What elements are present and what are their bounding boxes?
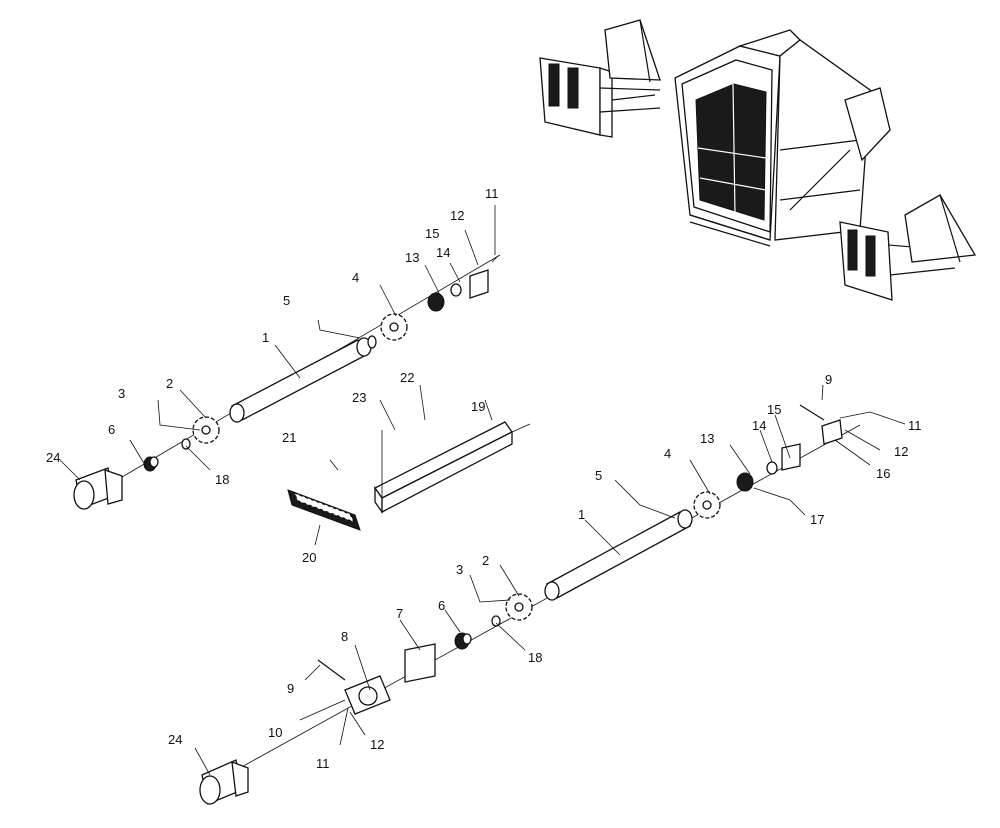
- label-11-upper: 11: [485, 186, 499, 201]
- label-10: 10: [268, 725, 282, 740]
- label-9-right: 9: [825, 372, 832, 387]
- label-4-upper: 4: [352, 270, 359, 285]
- label-3-lower: 3: [456, 562, 463, 577]
- flange-15-upper: [469, 269, 489, 299]
- label-12-upper: 12: [450, 208, 464, 223]
- chain-guide-assembly: [287, 421, 531, 531]
- flange-16: [821, 419, 843, 445]
- label-12-right: 12: [894, 444, 908, 459]
- bushing-6-lower: [454, 632, 472, 650]
- label-6-lower: 6: [438, 598, 445, 613]
- label-18-upper: 18: [215, 472, 229, 487]
- label-16: 16: [876, 466, 890, 481]
- plate-7: [404, 643, 436, 683]
- label-23: 23: [352, 390, 366, 405]
- shaft-1-upper: [229, 335, 377, 423]
- bearing-housing-24-upper: [73, 467, 123, 510]
- label-5-upper: 5: [283, 293, 290, 308]
- label-15-right: 15: [767, 402, 781, 417]
- label-5-lower: 5: [595, 468, 602, 483]
- label-17: 17: [810, 512, 824, 527]
- seal-13-upper: [427, 292, 445, 312]
- label-18-lower: 18: [528, 650, 542, 665]
- bolt-9-lower: [317, 659, 346, 681]
- left-side-panel: [539, 19, 661, 138]
- label-15-upper: 15: [425, 226, 439, 241]
- label-21: 21: [282, 430, 296, 445]
- bearing-housing-24-lower: [199, 759, 249, 805]
- label-19: 19: [471, 399, 485, 414]
- main-frame: [674, 29, 891, 247]
- sprocket-4-upper: [380, 313, 408, 341]
- bushing-6-upper: [143, 456, 159, 472]
- chain-20: [287, 489, 361, 531]
- shaft-1-lower: [544, 509, 693, 601]
- label-24-lower: 24: [168, 732, 182, 747]
- flange-15-lower: [781, 443, 801, 471]
- right-side-panel: [839, 194, 977, 301]
- upper-shaft-assembly: [73, 254, 501, 510]
- label-12-lower: 12: [370, 737, 384, 752]
- label-4-lower: 4: [664, 446, 671, 461]
- guide-rail-19: [374, 421, 513, 499]
- label-8: 8: [341, 629, 348, 644]
- label-1-upper: 1: [262, 330, 269, 345]
- middle-leader-lines: [314, 384, 493, 546]
- machine-assembly-illustration: [539, 19, 977, 301]
- label-14-upper: 14: [436, 245, 450, 260]
- label-2-upper: 2: [166, 376, 173, 391]
- bolt-11-upper: [491, 255, 499, 263]
- label-7: 7: [396, 606, 403, 621]
- bearing-14-lower: [766, 461, 778, 475]
- part-number-labels: 11 12 15 14 13 4 5 1 2 3 6 24 18 19 22 2…: [46, 186, 922, 771]
- label-22: 22: [400, 370, 414, 385]
- label-1-lower: 1: [578, 507, 585, 522]
- label-9-lower: 9: [287, 681, 294, 696]
- lower-shaft-assembly: [199, 404, 861, 805]
- label-11-lower: 11: [316, 756, 330, 771]
- bearing-14-upper: [450, 283, 462, 297]
- label-24-upper: 24: [46, 450, 60, 465]
- sprocket-2-lower: [505, 593, 533, 621]
- bolt-9-right: [799, 404, 825, 421]
- label-3-upper: 3: [118, 386, 125, 401]
- lower-leader-lines: [194, 384, 906, 776]
- label-13-right: 13: [700, 431, 714, 446]
- label-2-lower: 2: [482, 553, 489, 568]
- flange-8-bore: [358, 686, 378, 706]
- label-6-upper: 6: [108, 422, 115, 437]
- label-20: 20: [302, 550, 316, 565]
- seal-13-lower: [736, 472, 754, 492]
- sprocket-4-lower: [693, 491, 721, 519]
- sprocket-2-upper: [192, 416, 220, 444]
- label-14-right: 14: [752, 418, 766, 433]
- label-13-upper: 13: [405, 250, 419, 265]
- ring-18-upper: [181, 438, 191, 450]
- label-11-right: 11: [908, 418, 922, 433]
- upper-leader-lines: [59, 205, 496, 481]
- ring-18-lower: [491, 615, 501, 627]
